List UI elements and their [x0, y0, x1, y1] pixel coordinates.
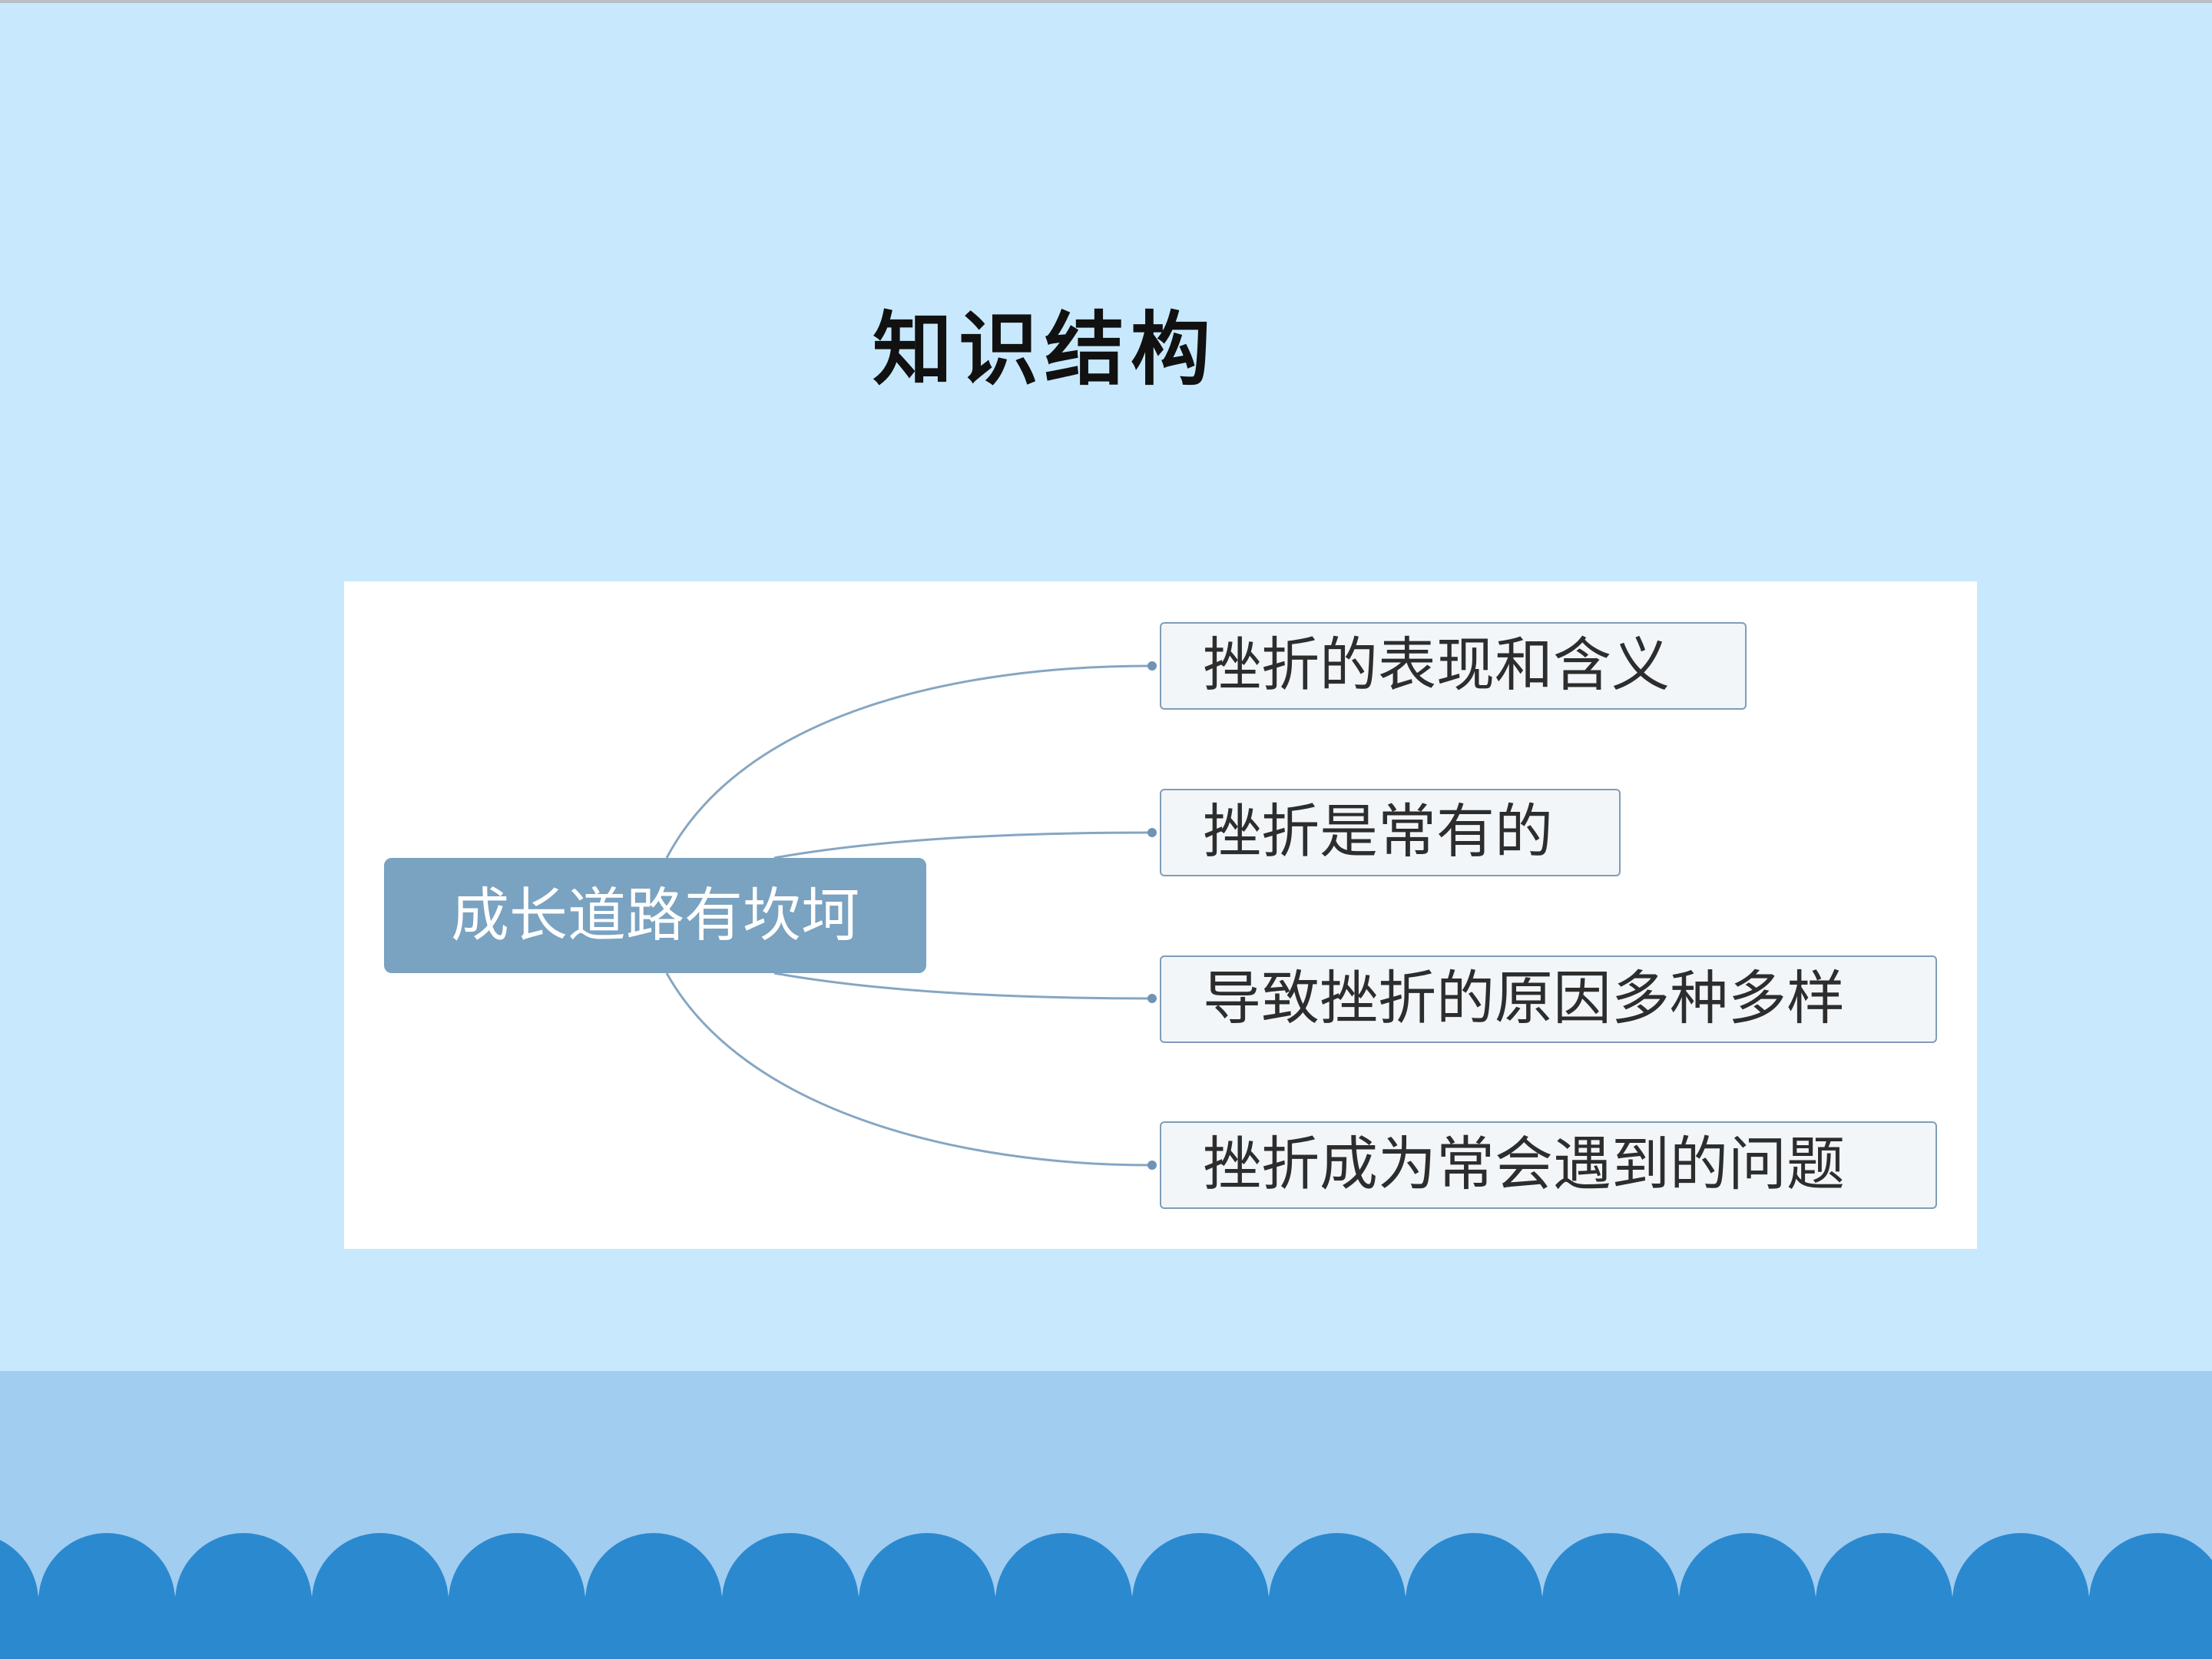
mindmap-branch-1: 挫折的表现和含义 [1160, 622, 1747, 710]
wave-scallop-front [1064, 1596, 1200, 1659]
wave-scallop-front [654, 1596, 790, 1659]
mindmap-panel: 成长道路有坎坷 挫折的表现和含义 挫折是常有的 导致挫折的原因多种多样 挫折成为… [344, 581, 1977, 1249]
mindmap-branch-4: 挫折成为常会遇到的问题 [1160, 1121, 1937, 1209]
wave-scallop-front [2157, 1597, 2212, 1659]
mindmap-branch-3: 导致挫折的原因多种多样 [1160, 955, 1937, 1043]
mindmap-root-node: 成长道路有坎坷 [384, 858, 926, 973]
wave-scallop-front [790, 1596, 927, 1659]
wave-scallop-front [243, 1596, 380, 1659]
wave-decoration [0, 1533, 2212, 1659]
wave-scallop-front [1337, 1596, 1474, 1659]
mindmap-branch-2: 挫折是常有的 [1160, 789, 1621, 876]
connector-dot-4 [1147, 1161, 1157, 1170]
connector-2 [773, 831, 1151, 859]
connector-dot-3 [1147, 994, 1157, 1003]
wave-scallop-front [1884, 1596, 2021, 1659]
connector-3 [773, 972, 1151, 1000]
connector-4 [665, 972, 1151, 1167]
slide-title: 知识结构 [872, 302, 1217, 396]
wave-scallop-front [380, 1596, 517, 1659]
connector-1 [665, 664, 1151, 859]
mindmap-connectors [665, 661, 1157, 1170]
wave-scallop-front [1474, 1596, 1611, 1659]
connector-dot-1 [1147, 661, 1157, 671]
wave-scallops [0, 1533, 2212, 1659]
wave-scallop-front [927, 1596, 1064, 1659]
wave-scallop-front [2021, 1596, 2157, 1659]
connector-dot-2 [1147, 828, 1157, 837]
wave-scallop-front [1200, 1596, 1337, 1659]
wave-scallop-front [107, 1596, 243, 1659]
wave-scallop-front [517, 1596, 654, 1659]
top-edge [0, 0, 2212, 3]
wave-scallop-front [0, 1596, 107, 1659]
wave-scallop-front [1611, 1596, 1747, 1659]
wave-scallop-front [1747, 1596, 1884, 1659]
